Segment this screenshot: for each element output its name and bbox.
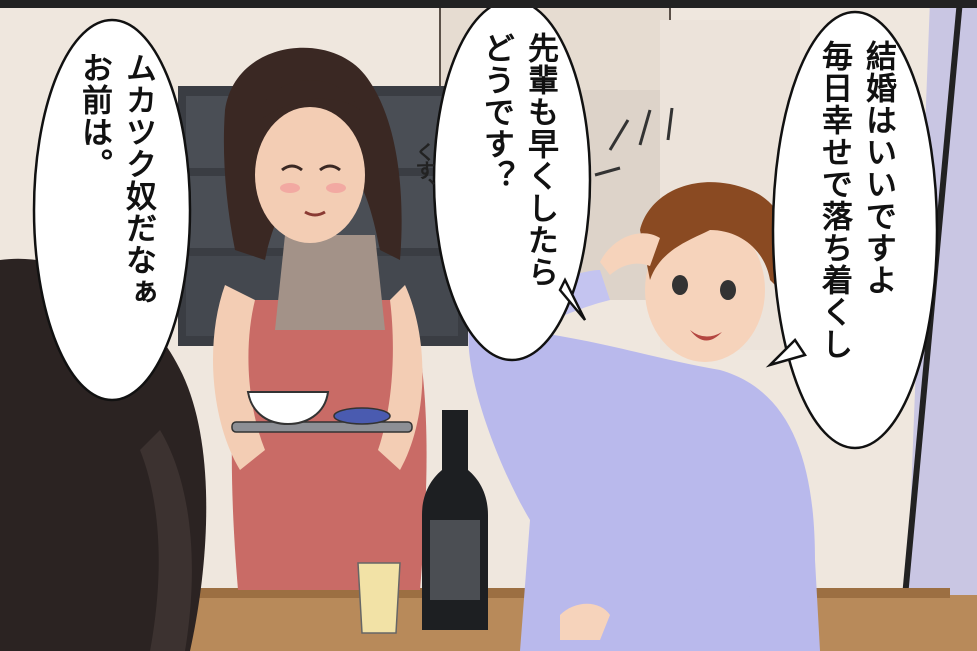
bubble-center-shape <box>432 0 592 362</box>
bubble-center-line-2: どうです？ <box>478 32 514 192</box>
speech-bubble-center: 先輩も早くしたら どうです？ <box>474 32 562 288</box>
woman-face <box>255 107 365 243</box>
rice-bowl <box>246 391 330 426</box>
drinking-glass <box>357 562 401 634</box>
speech-bubble-left: ムカツク奴だなぁ お前は。 <box>72 52 160 308</box>
speech-bubble-right: 結婚はいいですよ 毎日幸せで落ち着くし <box>812 40 900 360</box>
woman-top <box>275 235 385 330</box>
woman-apron <box>231 300 427 590</box>
man-hair <box>640 182 794 300</box>
man-shirt <box>468 320 820 651</box>
panel-divider <box>897 0 963 651</box>
bubble-right-line-2: 毎日幸せで落ち着くし <box>816 40 852 360</box>
small-dish <box>333 407 391 425</box>
bubble-left-line-1: ムカツク奴だなぁ <box>120 52 156 308</box>
bubble-left-shape <box>32 18 192 402</box>
bottle-label <box>430 520 480 600</box>
bubble-right-shape <box>771 10 939 450</box>
bubble-right-line-1: 結婚はいいですよ <box>860 40 896 296</box>
man-hand <box>600 233 660 275</box>
bubble-center-line-1: 先輩も早くしたら <box>522 32 558 288</box>
serving-tray <box>231 421 413 433</box>
sound-effect: くす、 <box>412 142 436 196</box>
man-face <box>645 218 765 362</box>
bubble-left-line-2: お前は。 <box>76 52 112 180</box>
panel-top-border <box>0 0 977 8</box>
